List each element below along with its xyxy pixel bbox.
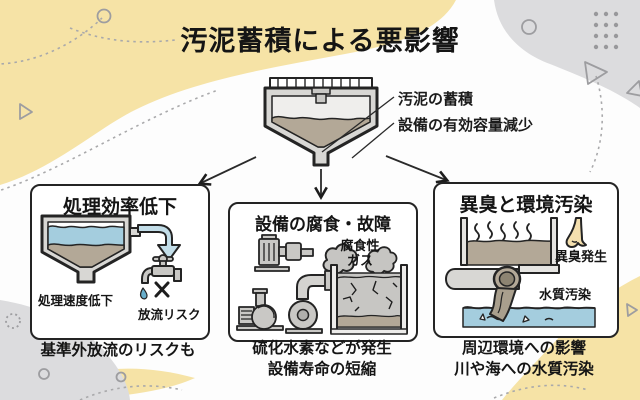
gray-blob-top-right [494,0,640,108]
label-discharge-risk: 放流リスク [138,307,201,322]
caption-odor: 周辺環境への影響 川や海への水質汚染 [424,338,624,379]
cream-blob-top-left [0,0,456,185]
discharge-pipe-icon [445,265,522,293]
crack-marks [342,280,398,312]
x-mark-icon [154,281,170,298]
odor-illustration [445,217,596,328]
volute-pump-icon [236,288,284,331]
box-odor: 異臭と環境汚染 [433,182,619,338]
box-corrosion-title: 設備の腐食・故障 [255,215,391,235]
label-water-pollution: 水質汚染 [539,288,592,303]
deco-dot-grid [593,11,619,50]
water-drop-icon [139,287,148,300]
caption-corrosion-line1: 硫化水素などが発生 [252,339,392,357]
box-odor-title: 異臭と環境汚染 [459,194,593,216]
label-odor-generation: 異臭発生 [555,250,608,265]
deco-circles [5,8,537,383]
label-sludge-accumulation: 汚泥の蓄積 [398,90,474,108]
caption-efficiency: 基準外放流のリスクも [40,341,196,359]
box-efficiency-title: 処理効率低下 [62,196,177,218]
box-corrosion: 設備の腐食・故障 [228,202,418,342]
splash-drops [479,313,530,323]
smell-waves-icon [474,221,532,241]
corroded-tank-icon [330,264,408,335]
dotted-curves [0,17,603,400]
caption-odor-line2: 川や海への水質汚染 [454,359,594,378]
open-tank-icon [460,217,560,274]
centrifugal-pump-icon [285,270,332,334]
corrosion-illustration [236,234,408,335]
label-capacity-reduction: 設備の有効容量減少 [398,116,534,134]
pour-stream-icon [489,287,517,322]
page-title: 汚泥蓄積による悪影響 [180,26,460,57]
faucet-icon [141,254,182,284]
label-corrosive-gas: 腐食性 ガス [340,239,380,269]
nose-icon [565,217,587,248]
efficiency-illustration [40,214,182,300]
clarifier-tank-icon [263,77,379,167]
box-efficiency: 処理効率低下 [30,184,210,340]
pump-motor-icon [254,234,314,272]
caption-corrosion-line2: 設備寿命の短縮 [267,359,377,378]
discharge-arrow-icon [137,224,181,261]
label-speed-drop: 処理速度低下 [38,293,114,308]
deco-triangles [19,61,640,317]
caption-odor-line1: 周辺環境への影響 [461,339,586,357]
caption-corrosion: 硫化水素などが発生 設備寿命の短縮 [222,338,422,379]
settling-tank-icon [40,214,141,284]
